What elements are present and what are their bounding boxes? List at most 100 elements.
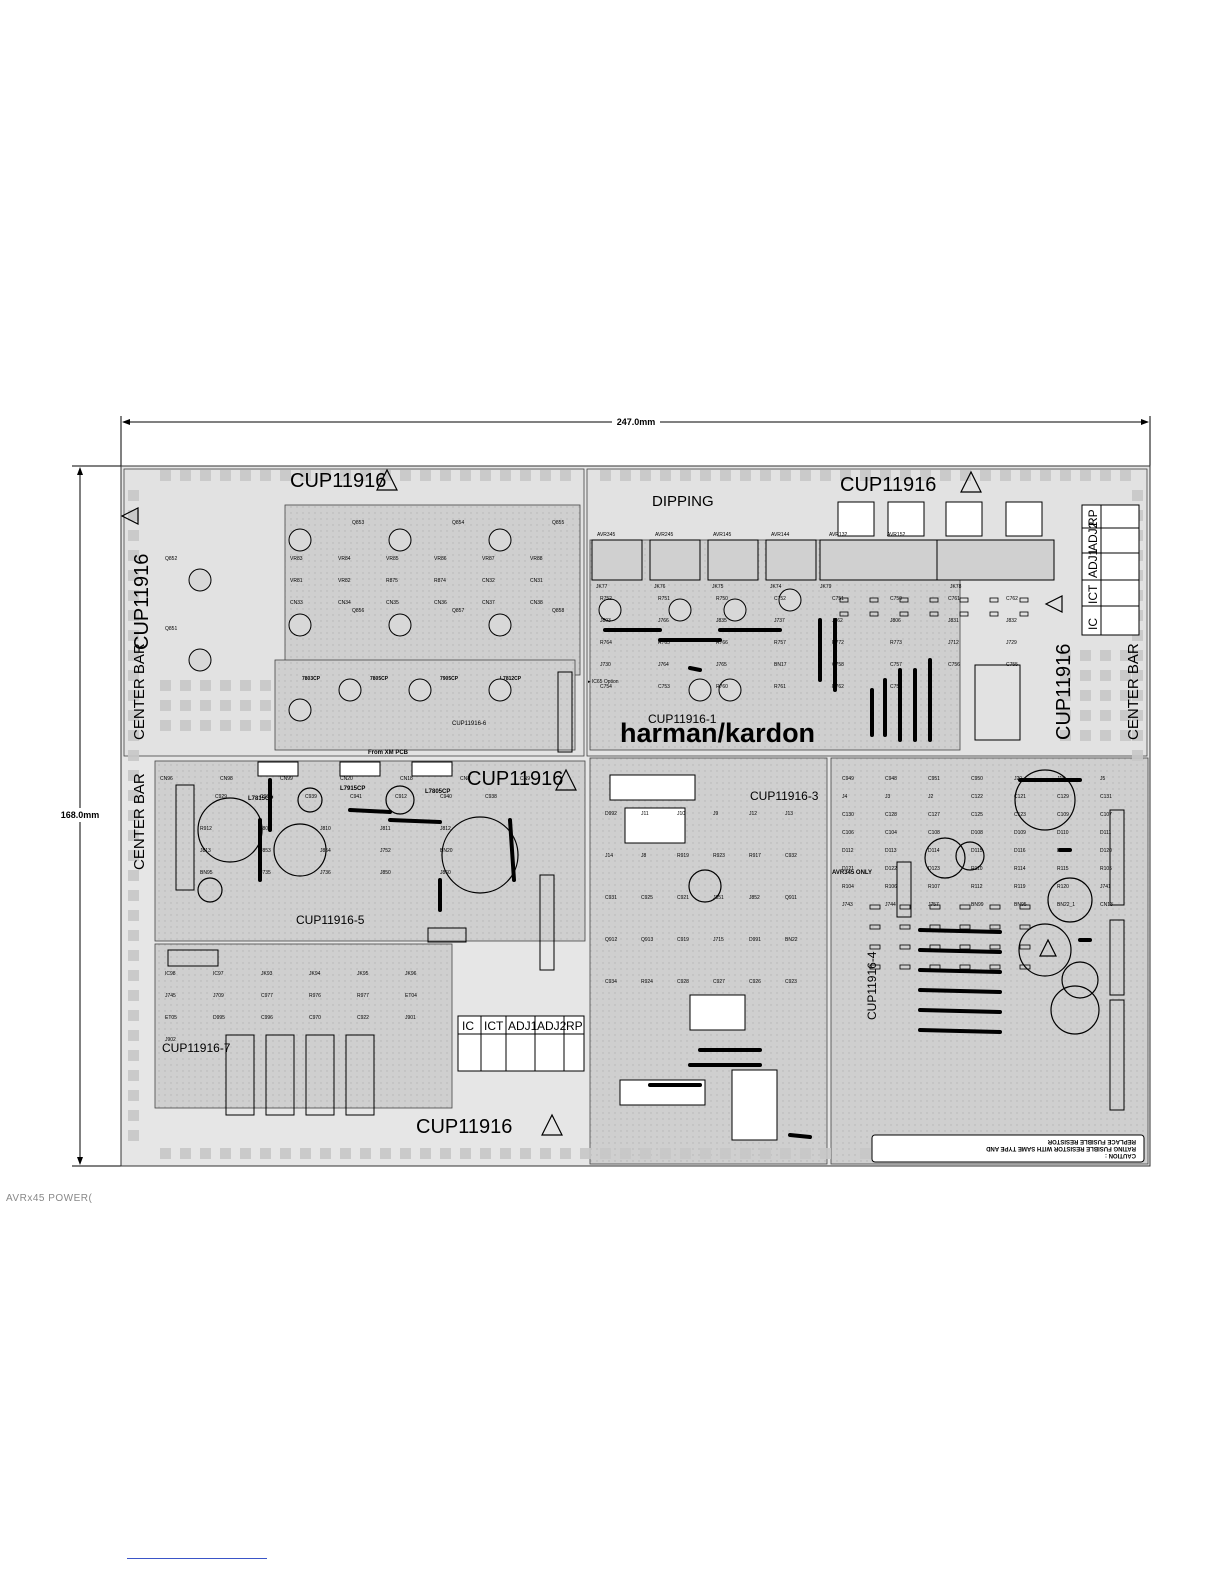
component-ref: C948 xyxy=(885,776,897,782)
avr-model-label: AVR152 xyxy=(887,532,905,538)
component-ref: Q913 xyxy=(641,937,653,943)
component-ref: C930 xyxy=(260,794,272,800)
component-ref: ET05 xyxy=(165,1015,177,1021)
tooling-pad xyxy=(760,470,771,481)
component-ref: VR86 xyxy=(434,556,447,562)
component-ref: J810 xyxy=(320,826,331,832)
region-cup7 xyxy=(154,943,453,1109)
tooling-pad xyxy=(560,1148,571,1159)
tooling-pad xyxy=(128,650,139,661)
tooling-pad xyxy=(220,1148,231,1159)
component-ref: R120 xyxy=(1057,884,1069,890)
note-avr345-only: AVR345 ONLY xyxy=(832,870,872,876)
transistor xyxy=(288,698,312,722)
component-ref: J854 xyxy=(320,848,331,854)
component-ref: C752 xyxy=(774,596,786,602)
component-ref: CN31 xyxy=(530,578,543,584)
tooling-pad xyxy=(200,720,211,731)
board-code-top-right: CUP11916 xyxy=(840,474,936,496)
tooling-pad xyxy=(600,470,611,481)
tooling-pad xyxy=(640,470,651,481)
jack-housing xyxy=(819,539,938,581)
component-ref: J735 xyxy=(260,870,271,876)
component-ref: VR83 xyxy=(290,556,303,562)
ic-package xyxy=(731,1069,778,1141)
tooling-pad xyxy=(128,590,139,601)
tooling-pad xyxy=(1020,470,1031,481)
jack-housing xyxy=(707,539,759,581)
jack-housing xyxy=(837,501,875,537)
resistor xyxy=(959,904,971,910)
tooling-pad xyxy=(420,470,431,481)
component-ref: J737 xyxy=(774,618,785,624)
tooling-pad xyxy=(440,1148,451,1159)
component-ref: R772 xyxy=(832,640,844,646)
tooling-pad xyxy=(128,1050,139,1061)
resistor xyxy=(1019,944,1031,950)
component-ref: J20 xyxy=(1014,776,1022,782)
svg-text:L7812CP: L7812CP xyxy=(500,676,522,682)
tooling-pad xyxy=(740,470,751,481)
tooling-pad xyxy=(128,770,139,781)
tooling-pad xyxy=(660,1148,671,1159)
capacitor xyxy=(869,597,879,603)
jack-housing xyxy=(936,539,1055,581)
component-ref: D114 xyxy=(928,848,940,854)
component-ref: J2 xyxy=(928,794,934,800)
resistor xyxy=(989,944,1001,950)
tooling-pad xyxy=(1132,750,1143,761)
tooling-pad xyxy=(128,550,139,561)
svg-text:ADJ2: ADJ2 xyxy=(537,1019,567,1033)
component-ref: ET04 xyxy=(405,993,417,999)
tooling-pad xyxy=(160,1148,171,1159)
components-layer xyxy=(167,501,1125,1141)
component-ref: C977 xyxy=(261,993,273,999)
component-ref: D116 xyxy=(1014,848,1026,854)
tooling-pad xyxy=(420,1148,431,1159)
tooling-pad xyxy=(720,1148,731,1159)
capacitor xyxy=(929,611,939,617)
component-ref: R112 xyxy=(971,884,983,890)
resistor xyxy=(929,904,941,910)
component-ref: D108 xyxy=(971,830,983,836)
tooling-pad xyxy=(780,470,791,481)
component-ref: R761 xyxy=(774,684,786,690)
resistor xyxy=(899,944,911,950)
electrolytic-capacitor xyxy=(197,877,223,903)
component-ref: D113 xyxy=(885,848,897,854)
component-ref: J715 xyxy=(713,937,724,943)
tooling-pad xyxy=(1132,490,1143,501)
component-ref: Q857 xyxy=(452,608,464,614)
component-ref: CN37 xyxy=(482,600,495,606)
component-ref: R762 xyxy=(832,684,844,690)
svg-text:RP: RP xyxy=(1086,509,1100,526)
tooling-pad xyxy=(300,1148,311,1159)
check-table-bottom: IC ICT ADJ1 ADJ2 RP xyxy=(457,1015,585,1072)
electrolytic-capacitor xyxy=(1050,985,1100,1035)
component-ref: C123 xyxy=(1014,812,1026,818)
component-ref: J741 xyxy=(1100,884,1111,890)
tooling-pad xyxy=(128,970,139,981)
caution-box: CAUTION : RATING FUSIBLE RESISTOR WITH S… xyxy=(871,1134,1145,1163)
component-ref: J5 xyxy=(1100,776,1106,782)
avr-model-label: AVR245 xyxy=(655,532,673,538)
tooling-pad xyxy=(840,470,851,481)
component-ref: R757 xyxy=(774,640,786,646)
tooling-pad xyxy=(128,810,139,821)
ic-package xyxy=(339,761,381,777)
width-label: 247.0mm xyxy=(617,417,656,427)
component-ref: R919 xyxy=(677,853,689,859)
component-ref: CN8 xyxy=(460,776,470,782)
component-ref: J803 xyxy=(600,618,611,624)
component-ref: C938 xyxy=(485,794,497,800)
component-ref: CN96 xyxy=(160,776,173,782)
tooling-pad xyxy=(1060,650,1071,661)
tooling-pad xyxy=(1120,670,1131,681)
component-ref: R917 xyxy=(749,853,761,859)
tooling-pad xyxy=(128,670,139,681)
component-ref: D109 xyxy=(1014,830,1026,836)
svg-text:RATING FUSIBLE RESISTOR WITH S: RATING FUSIBLE RESISTOR WITH SAME TYPE A… xyxy=(985,1145,1136,1151)
component-ref: CN9 xyxy=(520,776,530,782)
component-ref: J18 xyxy=(1057,776,1065,782)
tooling-pad xyxy=(960,470,971,481)
